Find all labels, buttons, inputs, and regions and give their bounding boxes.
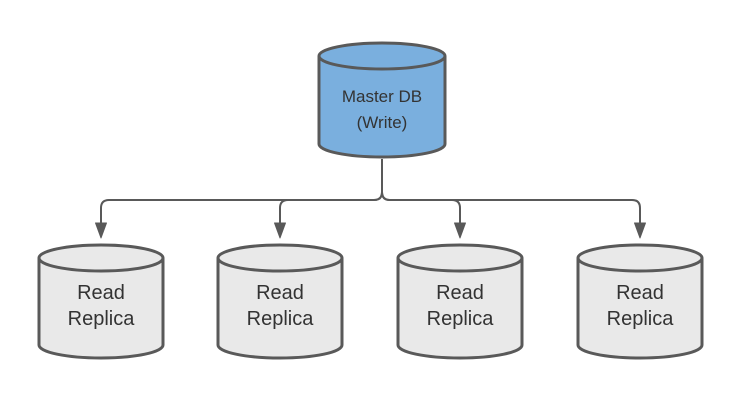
edge-master-to-replica-3 [381, 159, 461, 225]
read-replica-cylinder-top-1 [37, 243, 165, 273]
master-db-label: Master DB (Write) [341, 87, 423, 132]
read-replica-label-3: Read Replica [426, 282, 494, 330]
read-replica-cylinder-body-3 [396, 258, 524, 360]
read-replica-node-4 [576, 243, 704, 360]
read-replica-cylinder-top-4 [576, 243, 704, 273]
edge-master-to-replica-2 [279, 159, 383, 225]
read-replica-cylinder-top-3 [396, 243, 524, 273]
edge-master-to-replica-4 [381, 159, 641, 225]
master-db-cylinder-top [317, 41, 447, 71]
read-replica-node-3 [396, 243, 524, 360]
arrowhead-replica-2 [274, 222, 286, 239]
read-replica-cylinder-body-1 [37, 258, 165, 360]
read-replica-cylinder-body-4 [576, 258, 704, 360]
edge-master-to-replica-1 [100, 159, 383, 225]
read-replica-node-1 [37, 243, 165, 360]
read-replica-label-1: Read Replica [67, 282, 135, 330]
read-replica-node-2 [216, 243, 344, 360]
read-replica-label-2: Read Replica [246, 282, 314, 330]
read-replica-label-4: Read Replica [606, 282, 674, 330]
read-replica-cylinder-body-2 [216, 258, 344, 360]
master-db-cylinder-body [317, 56, 447, 159]
arrowhead-replica-1 [95, 222, 107, 239]
master-db-node [317, 41, 447, 159]
arrowhead-replica-4 [634, 222, 646, 239]
arrowhead-replica-3 [454, 222, 466, 239]
read-replica-cylinder-top-2 [216, 243, 344, 273]
connector-edges [95, 159, 646, 239]
